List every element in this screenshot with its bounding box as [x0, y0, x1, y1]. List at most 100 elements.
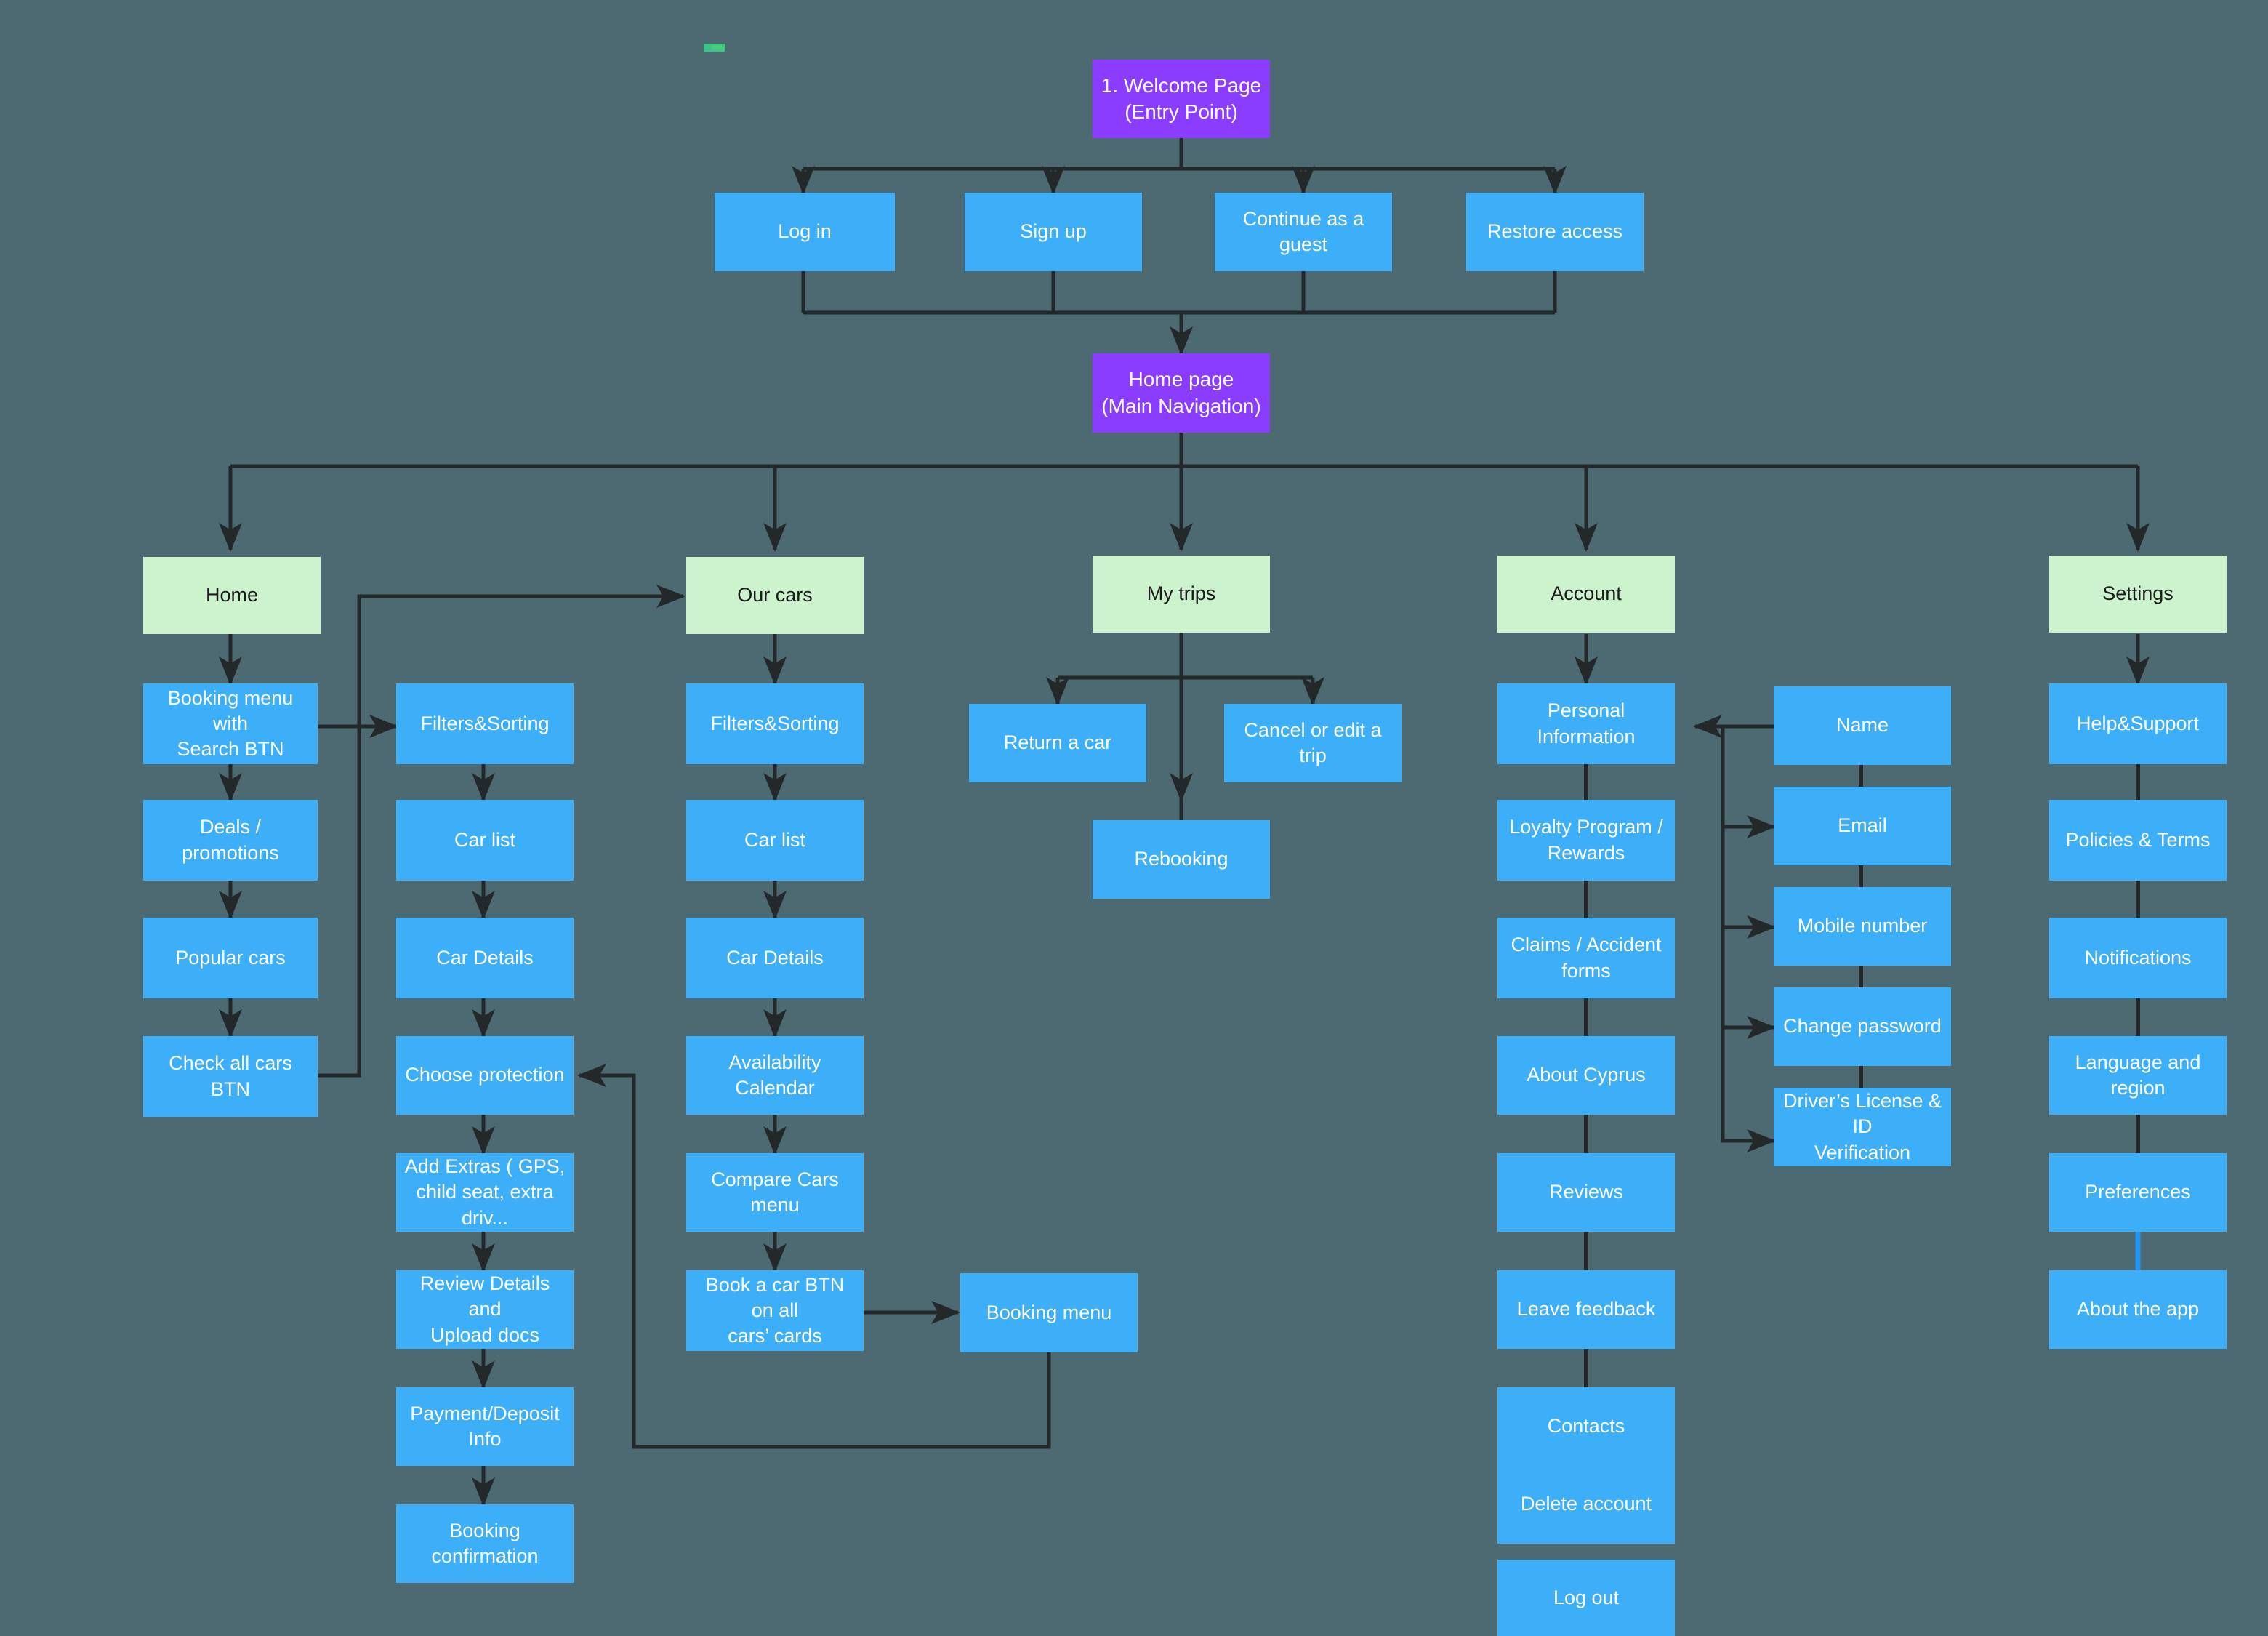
node-label: Log in — [778, 220, 832, 243]
node-preferences[interactable]: Preferences — [2049, 1153, 2227, 1232]
node-label: Mobile number — [1797, 915, 1928, 937]
node-restore-access[interactable]: Restore access — [1466, 193, 1644, 271]
node-label: Booking menu with Search BTN — [167, 686, 294, 761]
node-label: Delete account — [1520, 1493, 1652, 1515]
node-availability-calendar[interactable]: Availability Calendar — [686, 1036, 864, 1115]
node-label: Notifications — [2084, 946, 2192, 969]
node-policies-terms[interactable]: Policies & Terms — [2049, 800, 2227, 881]
node-label: Preferences — [2085, 1181, 2191, 1203]
node-loyalty-program-rewards[interactable]: Loyalty Program / Rewards — [1497, 800, 1675, 881]
node-label: Help&Support — [2076, 712, 2200, 734]
node-welcome-page[interactable]: 1. Welcome Page (Entry Point) — [1093, 60, 1270, 138]
node-choose-protection[interactable]: Choose protection — [396, 1036, 574, 1115]
node-label: Settings — [2102, 582, 2174, 605]
cursor-artifact — [704, 44, 725, 52]
cursor-artifact-bar — [712, 45, 725, 50]
node-label: Return a car — [1003, 731, 1112, 754]
node-label: Deals / promotions — [182, 816, 279, 864]
node-label: Leave feedback — [1516, 1298, 1656, 1320]
node-mobile-number[interactable]: Mobile number — [1774, 887, 1951, 966]
node-label: Loyalty Program / Rewards — [1509, 816, 1663, 864]
node-personal-information[interactable]: Personal Information — [1497, 683, 1675, 764]
node-label: Restore access — [1487, 220, 1623, 243]
node-delete-account[interactable]: Delete account — [1497, 1465, 1675, 1544]
node-label: Name — [1835, 714, 1889, 737]
node-about-the-app[interactable]: About the app — [2049, 1270, 2227, 1349]
node-label: Contacts — [1547, 1415, 1625, 1437]
node-return-a-car[interactable]: Return a car — [969, 704, 1146, 782]
node-label: 1. Welcome Page (Entry Point) — [1101, 73, 1262, 123]
node-ourcars-car-details[interactable]: Car Details — [686, 918, 864, 998]
node-label: Email — [1838, 814, 1887, 837]
node-home-page[interactable]: Home page (Main Navigation) — [1093, 353, 1270, 433]
nav-node-home[interactable]: Home — [143, 557, 321, 634]
node-label: Payment/Deposit Info — [410, 1402, 560, 1450]
node-label: Car list — [744, 828, 805, 851]
node-sign-up[interactable]: Sign up — [965, 193, 1142, 271]
nav-node-account[interactable]: Account — [1497, 556, 1675, 633]
node-drivers-license-id-verification[interactable]: Driver’s License & ID Verification — [1774, 1088, 1951, 1166]
nav-node-our-cars[interactable]: Our cars — [686, 557, 864, 634]
node-booking-confirmation[interactable]: Booking confirmation — [396, 1504, 574, 1583]
node-book-a-car-btn[interactable]: Book a car BTN on all cars’ cards — [686, 1270, 864, 1351]
node-booking-car-details[interactable]: Car Details — [396, 918, 574, 998]
node-label: Sign up — [1020, 220, 1087, 243]
node-log-in[interactable]: Log in — [715, 193, 895, 271]
node-claims-accident-forms[interactable]: Claims / Accident forms — [1497, 918, 1675, 998]
node-continue-as-guest[interactable]: Continue as a guest — [1215, 193, 1392, 271]
nav-node-settings[interactable]: Settings — [2049, 556, 2227, 633]
node-label: Car Details — [726, 946, 824, 969]
node-compare-cars-menu[interactable]: Compare Cars menu — [686, 1153, 864, 1232]
cursor-artifact-caret — [704, 44, 709, 52]
node-check-all-cars-btn[interactable]: Check all cars BTN — [143, 1036, 318, 1117]
node-ourcars-filters-sorting[interactable]: Filters&Sorting — [686, 683, 864, 764]
node-email[interactable]: Email — [1774, 787, 1951, 865]
node-label: Choose protection — [405, 1064, 565, 1086]
node-change-password[interactable]: Change password — [1774, 987, 1951, 1066]
node-booking-filters-sorting[interactable]: Filters&Sorting — [396, 683, 574, 764]
node-reviews[interactable]: Reviews — [1497, 1153, 1675, 1232]
node-label: Home page (Main Navigation) — [1101, 368, 1261, 417]
node-label: Personal Information — [1537, 699, 1636, 747]
node-label: Account — [1551, 582, 1622, 605]
node-label: Cancel or edit a trip — [1244, 718, 1382, 766]
node-deals-promotions[interactable]: Deals / promotions — [143, 800, 318, 881]
node-booking-menu[interactable]: Booking menu — [960, 1273, 1138, 1352]
node-booking-car-list[interactable]: Car list — [396, 800, 574, 881]
node-ourcars-car-list[interactable]: Car list — [686, 800, 864, 881]
node-label: Claims / Accident forms — [1511, 934, 1662, 982]
node-popular-cars[interactable]: Popular cars — [143, 918, 318, 998]
node-contacts[interactable]: Contacts — [1497, 1387, 1675, 1466]
node-label: Availability Calendar — [728, 1051, 821, 1099]
node-label: Car Details — [436, 946, 534, 969]
node-label: Car list — [454, 828, 515, 851]
node-booking-menu-with-search-btn[interactable]: Booking menu with Search BTN — [143, 683, 318, 764]
node-cancel-or-edit-trip[interactable]: Cancel or edit a trip — [1224, 704, 1402, 782]
node-notifications[interactable]: Notifications — [2049, 918, 2227, 998]
node-label: Language and region — [2075, 1051, 2201, 1099]
node-label: Book a car BTN on all cars’ cards — [705, 1273, 845, 1347]
node-leave-feedback[interactable]: Leave feedback — [1497, 1270, 1675, 1349]
node-help-support[interactable]: Help&Support — [2049, 683, 2227, 764]
node-label: About the app — [2076, 1298, 2200, 1320]
node-label: Popular cars — [175, 946, 286, 969]
node-review-details-upload-docs[interactable]: Review Details and Upload docs — [396, 1270, 574, 1349]
node-add-extras[interactable]: Add Extras ( GPS, child seat, extra driv… — [396, 1153, 574, 1232]
node-about-cyprus[interactable]: About Cyprus — [1497, 1036, 1675, 1115]
node-label: Check all cars BTN — [169, 1052, 292, 1100]
node-label: Rebooking — [1134, 848, 1228, 870]
node-payment-deposit-info[interactable]: Payment/Deposit Info — [396, 1387, 574, 1466]
node-name[interactable]: Name — [1774, 686, 1951, 765]
node-log-out-final[interactable]: Log out — [1497, 1560, 1675, 1636]
node-label: Compare Cars menu — [711, 1168, 839, 1216]
node-label: Driver’s License & ID Verification — [1782, 1090, 1942, 1163]
node-label: Reviews — [1548, 1181, 1624, 1203]
nav-node-my-trips[interactable]: My trips — [1093, 556, 1270, 633]
node-language-and-region[interactable]: Language and region — [2049, 1036, 2227, 1115]
node-label: Booking confirmation — [431, 1519, 539, 1567]
node-label: Filters&Sorting — [710, 712, 840, 734]
node-label: About Cyprus — [1527, 1064, 1646, 1086]
node-label: Our cars — [737, 584, 813, 606]
node-rebooking[interactable]: Rebooking — [1093, 820, 1270, 899]
